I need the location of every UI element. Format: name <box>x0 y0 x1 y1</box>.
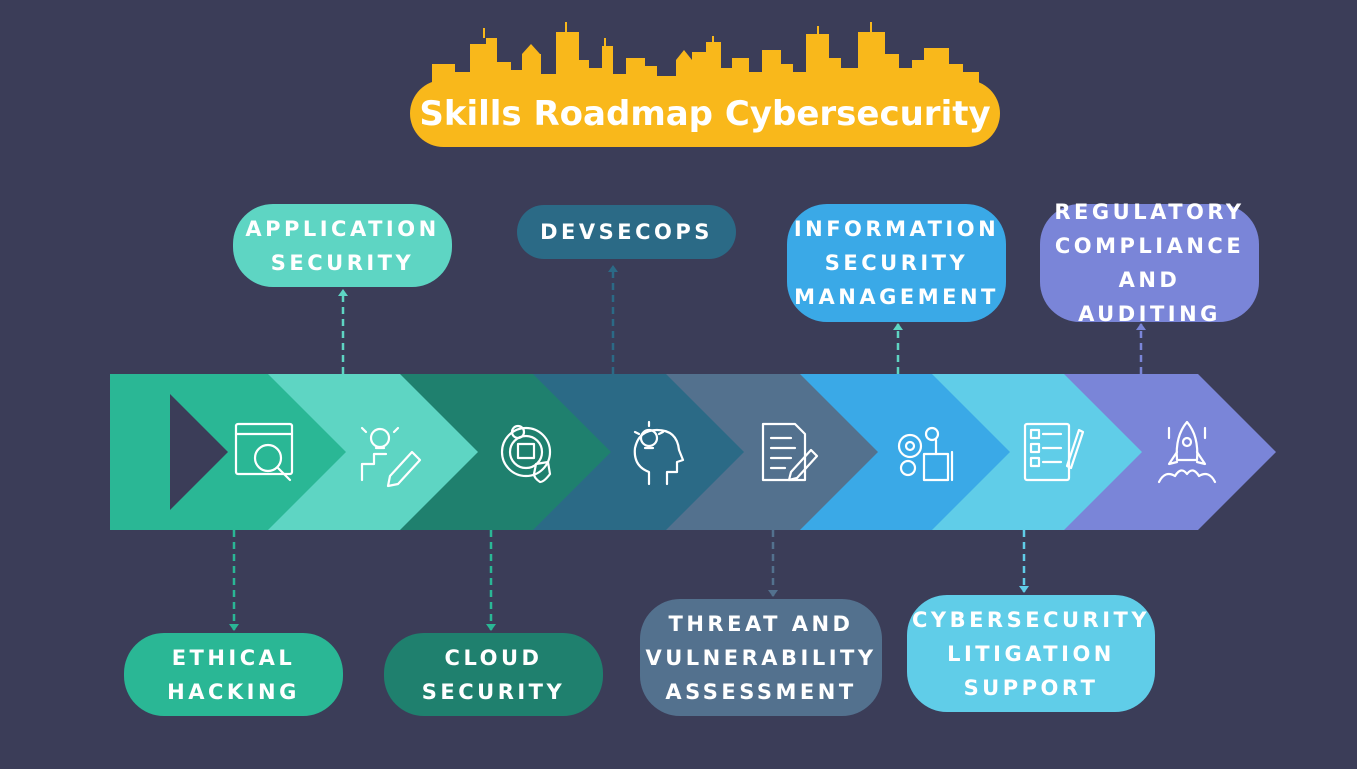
skill-label-top-3: INFORMATION SECURITY MANAGEMENT <box>787 204 1006 322</box>
page-title: Skills Roadmap Cybersecurity <box>410 80 1000 147</box>
skill-label-bottom-2-text: CLOUD SECURITY <box>421 645 566 704</box>
stage-chevron-8 <box>1064 374 1276 530</box>
skill-label-bottom-2: CLOUD SECURITY <box>384 633 603 716</box>
stage-chevron-6 <box>800 374 1012 530</box>
skill-label-bottom-4-text: CYBERSECURITY LITIGATION SUPPORT <box>911 607 1151 700</box>
connector-2 <box>608 265 618 374</box>
skill-label-top-1-text: APPLICATION SECURITY <box>245 216 440 275</box>
connector-3 <box>893 323 903 374</box>
stage-chevron-5 <box>666 374 880 530</box>
checklist-icon <box>1023 422 1085 482</box>
skill-label-top-3-text: INFORMATION SECURITY MANAGEMENT <box>793 217 1000 309</box>
idea-design-icon <box>360 426 422 488</box>
skill-label-top-2: DEVSECOPS <box>517 205 736 259</box>
skill-label-bottom-4: CYBERSECURITY LITIGATION SUPPORT <box>907 595 1155 712</box>
skill-label-top-2-text: DEVSECOPS <box>540 220 713 244</box>
skill-label-top-1: APPLICATION SECURITY <box>233 204 452 287</box>
skill-label-bottom-3: THREAT AND VULNERABILITY ASSESSMENT <box>640 599 882 716</box>
city-skyline-icon <box>432 22 979 86</box>
web-search-icon <box>234 422 294 482</box>
document-pen-icon <box>761 422 819 482</box>
connector-1 <box>338 289 348 374</box>
skill-label-top-4-text: REGULATORY COMPLIANCE AND AUDITING <box>1054 200 1245 326</box>
head-lightbulb-icon <box>633 420 685 486</box>
skill-label-bottom-3-text: THREAT AND VULNERABILITY ASSESSMENT <box>645 611 877 704</box>
arrow-tail <box>110 374 170 530</box>
connector-4 <box>1136 323 1146 374</box>
gears-management-icon <box>897 426 954 482</box>
stage-chevron-1 <box>150 374 348 530</box>
rocket-icon <box>1157 420 1217 484</box>
connector-7 <box>768 530 778 597</box>
gear-cloud-shield-icon <box>500 424 552 484</box>
connector-8 <box>1019 530 1029 593</box>
connector-5 <box>229 530 239 631</box>
stage-chevron-2 <box>268 374 480 530</box>
stage-chevron-3 <box>400 374 613 530</box>
stage-chevron-4 <box>533 374 746 530</box>
skill-label-bottom-1-text: ETHICAL HACKING <box>167 645 300 704</box>
skill-label-top-4: REGULATORY COMPLIANCE AND AUDITING <box>1040 200 1259 326</box>
connector-6 <box>486 530 496 631</box>
skill-label-bottom-1: ETHICAL HACKING <box>124 633 343 716</box>
